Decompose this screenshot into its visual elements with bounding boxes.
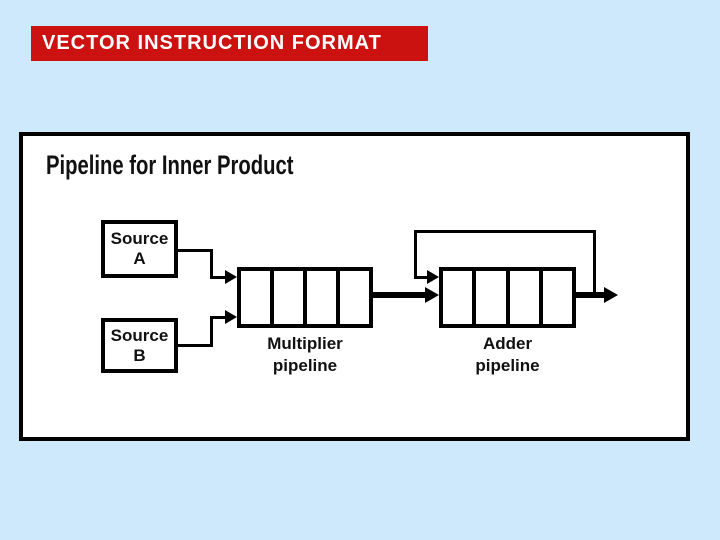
adder-pipeline-box [439, 267, 576, 328]
pipeline-stage-cell [340, 271, 369, 324]
multiplier-label-line1: Multiplier [267, 334, 343, 353]
feedback-loop-left-line [414, 230, 417, 279]
adder-label-line1: Adder [482, 334, 533, 353]
stage-divider [538, 271, 543, 324]
slide-title-bar: VECTOR INSTRUCTION FORMAT [31, 26, 428, 61]
pipeline-stage-cell [274, 271, 303, 324]
source-b-label-line1: Source [110, 325, 169, 345]
diagram-panel: Pipeline for Inner Product Source A Sour… [19, 132, 690, 441]
diagram-heading: Pipeline for Inner Product [46, 150, 294, 180]
pipeline-stage-cell [542, 271, 572, 324]
source-b-box: Source B [101, 318, 178, 373]
multiplier-to-adder-arrowhead-icon [425, 287, 439, 303]
multiplier-pipeline-box [237, 267, 373, 328]
source-b-connector-horizontal [178, 344, 213, 347]
slide-title: VECTOR INSTRUCTION FORMAT [42, 32, 382, 54]
source-a-connector-vertical [210, 249, 213, 279]
pipeline-stage-cell [241, 271, 270, 324]
source-a-label-line1: Source [110, 229, 169, 248]
source-a-label-line2: A [133, 249, 146, 268]
stage-divider [505, 271, 510, 324]
stage-divider [303, 271, 307, 324]
pipeline-stage-cell [509, 271, 539, 324]
stage-divider [472, 271, 477, 324]
adder-pipeline-label: Adder pipeline [439, 333, 576, 377]
stage-divider [336, 271, 340, 324]
source-b-label-line2: B [133, 345, 146, 365]
feedback-loop-right-line [593, 230, 596, 295]
multiplier-label-line2: pipeline [272, 356, 338, 375]
source-b-arrowhead-icon [225, 310, 237, 324]
adder-label-line2: pipeline [475, 356, 540, 375]
multiplier-to-adder-line [373, 292, 425, 298]
pipeline-stage-cell [443, 271, 473, 324]
adder-output-line [576, 292, 605, 298]
source-b-connector-into-pipe [210, 316, 228, 319]
pipeline-stage-cell [476, 271, 506, 324]
feedback-arrowhead-icon [427, 270, 439, 284]
source-a-connector-into-pipe [210, 276, 228, 279]
source-a-box: Source A [101, 220, 178, 278]
source-b-connector-vertical [210, 316, 213, 347]
adder-output-arrowhead-icon [604, 287, 618, 303]
feedback-loop-top-line [414, 230, 596, 233]
pipeline-stage-cell [307, 271, 336, 324]
stage-divider [270, 271, 274, 324]
feedback-loop-into-adder-line [414, 276, 429, 279]
source-a-connector-horizontal [178, 249, 213, 252]
source-a-arrowhead-icon [225, 270, 237, 284]
multiplier-pipeline-label: Multiplier pipeline [237, 333, 373, 377]
